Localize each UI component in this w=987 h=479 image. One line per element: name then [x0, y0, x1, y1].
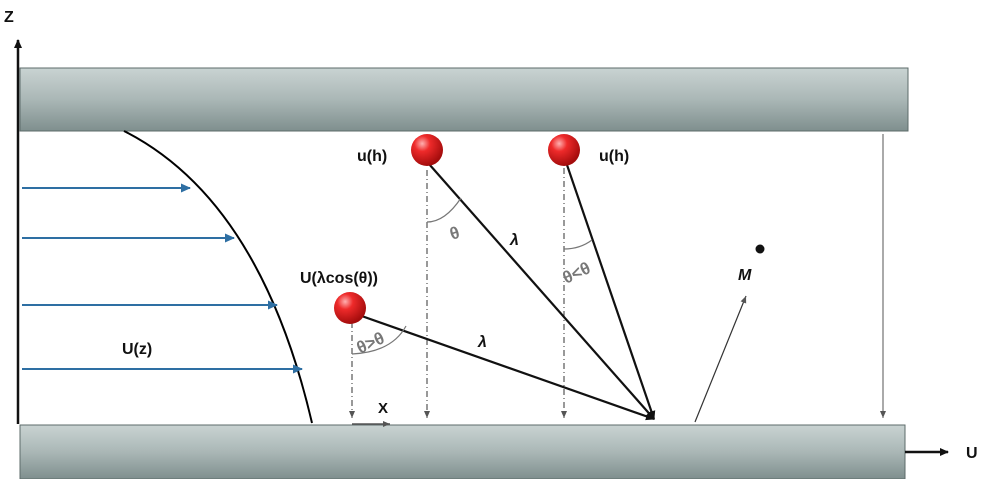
- velocity-profile-curve: [123, 130, 313, 424]
- bottom-wall: [19, 424, 906, 479]
- lambda-label: λ: [509, 232, 519, 249]
- angle-arc: [351, 325, 407, 355]
- particle-top-right: [548, 134, 580, 166]
- top-wall: [19, 67, 909, 132]
- particle-label-lower: U(λcos(θ)): [300, 270, 378, 287]
- u-axis-label: U: [966, 445, 978, 462]
- particle-top-left: [411, 134, 443, 166]
- ray-lambda-top: [428, 163, 655, 420]
- ray-lambda-lower: [355, 312, 655, 421]
- angle-arc: [563, 239, 593, 250]
- m-position-arrow: [694, 295, 747, 423]
- particle-label-top-right: u(h): [599, 148, 629, 165]
- x-axis-label: X: [378, 400, 388, 417]
- angle-label-theta-gt: θ>θ: [354, 328, 388, 357]
- flow-profile-label: U(z): [122, 341, 152, 358]
- lambda-label: λ: [477, 334, 487, 351]
- point-m: [755, 244, 765, 254]
- angle-label-theta-lt: θ<θ: [560, 258, 594, 287]
- particle-lower: [334, 292, 366, 324]
- point-m-label: M: [738, 267, 752, 284]
- angle-label-theta: θ: [447, 223, 462, 244]
- ray-top-right: [564, 161, 656, 420]
- particle-label-top-left: u(h): [357, 148, 387, 165]
- angle-arc: [426, 197, 462, 223]
- z-axis-label: Z: [4, 9, 14, 26]
